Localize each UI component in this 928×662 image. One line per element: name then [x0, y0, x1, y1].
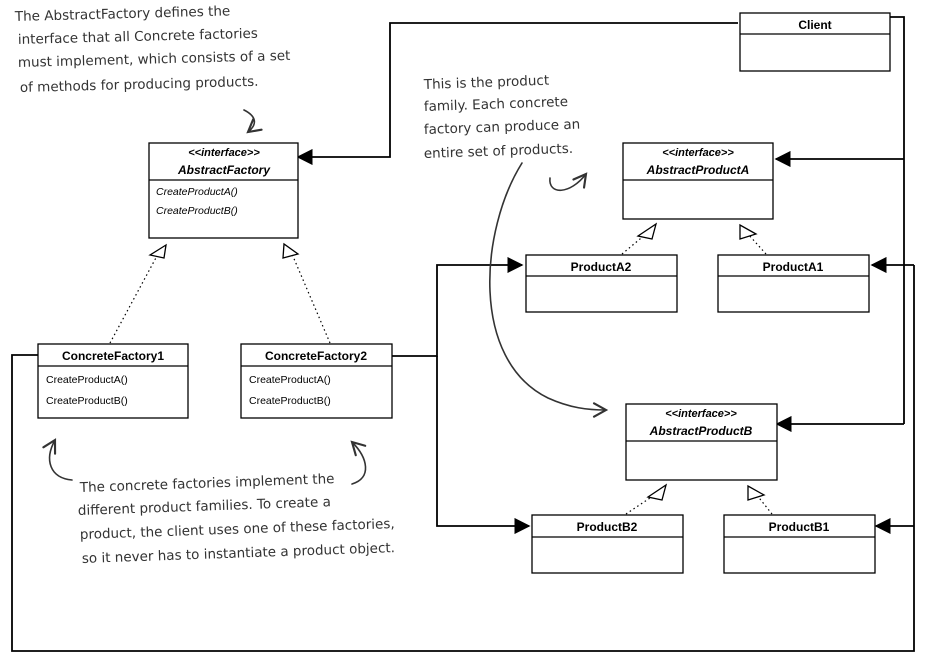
- curved-arrow-icon: [42, 438, 73, 481]
- hollow-triangle-icon: [636, 222, 658, 240]
- hollow-triangle-icon: [148, 243, 167, 259]
- class-abstract-factory: <<interface>> AbstractFactory CreateProd…: [148, 142, 299, 239]
- hollow-triangle-icon: [282, 242, 300, 259]
- hollow-triangle-icon: [739, 223, 758, 240]
- class-abstract-product-b: <<interface>> AbstractProductB: [625, 403, 778, 481]
- class-abstract-product-a: <<interface>> AbstractProductA: [622, 142, 774, 220]
- hand-drawn-arrows: [42, 109, 609, 485]
- factory1-realizes-abstractfactory: [109, 253, 159, 344]
- producta2-realizes-abstractproducta: [621, 233, 647, 255]
- curved-arrow-icon: [489, 162, 609, 418]
- curved-arrow-icon: [549, 172, 588, 192]
- abstract-factory-method: CreateProductB(): [156, 205, 238, 217]
- note-line: factory can produce an: [424, 117, 581, 138]
- note-line: must implement, which consists of a set: [18, 48, 291, 71]
- abstract-product-a-stereotype: <<interface>>: [662, 147, 734, 159]
- abstract-factory-method: CreateProductA(): [156, 186, 238, 198]
- note-line: entire set of products.: [424, 141, 574, 162]
- producta1-realizes-abstractproducta: [747, 233, 767, 255]
- association-lines: [11, 16, 915, 652]
- note-line: The AbstractFactory defines the: [14, 3, 231, 25]
- concrete-factory1-method: CreateProductA(): [46, 374, 128, 386]
- class-client-title: Client: [798, 18, 831, 32]
- factory2-to-producta2-arrow: [392, 256, 524, 357]
- note-line: The concrete factories implement the: [79, 471, 335, 496]
- product-b2-title: ProductB2: [577, 520, 638, 534]
- hollow-triangle-icon: [747, 484, 766, 501]
- note-line: This is the product: [423, 73, 550, 93]
- note-line: interface that all Concrete factories: [18, 26, 258, 48]
- concrete-factory2-method: CreateProductB(): [249, 395, 331, 407]
- client-to-abstractfactory-arrow: [296, 22, 738, 166]
- class-product-b1: ProductB1: [723, 514, 876, 574]
- factory2-realizes-abstractfactory: [291, 253, 331, 344]
- factory1-to-product1-loop: [11, 265, 915, 652]
- client-bus-line: [890, 16, 905, 424]
- concrete-factory2-title: ConcreteFactory2: [265, 349, 367, 363]
- concrete-factory2-method: CreateProductA(): [249, 374, 331, 386]
- note-line: product, the client uses one of these fa…: [80, 516, 395, 543]
- concrete-factory1-title: ConcreteFactory1: [62, 349, 164, 363]
- note-line: different product families. To create a: [78, 494, 332, 519]
- hollow-triangle-icon: [646, 483, 668, 501]
- realization-lines: [109, 222, 773, 515]
- class-concrete-factory1: ConcreteFactory1 CreateProductA() Create…: [37, 343, 189, 419]
- abstract-product-a-title: AbstractProductA: [646, 163, 750, 177]
- product-a1-title: ProductA1: [763, 260, 824, 274]
- note-line: of methods for producing products.: [20, 74, 259, 96]
- note-product-family: This is the product family. Each concret…: [423, 73, 581, 162]
- class-product-b2: ProductB2: [531, 514, 684, 574]
- abstract-factory-stereotype: <<interface>>: [188, 147, 260, 159]
- abstract-factory-title: AbstractFactory: [177, 163, 271, 177]
- class-product-a2: ProductA2: [525, 254, 678, 313]
- productb2-realizes-abstractproductb: [625, 493, 657, 515]
- concrete-factory1-method: CreateProductB(): [46, 395, 128, 407]
- abstract-product-b-stereotype: <<interface>>: [665, 408, 737, 420]
- curved-arrow-icon: [350, 440, 367, 485]
- class-product-a1: ProductA1: [717, 254, 870, 313]
- product-a2-title: ProductA2: [571, 260, 632, 274]
- note-line: so it never has to instantiate a product…: [82, 540, 396, 567]
- abstract-product-b-title: AbstractProductB: [649, 424, 753, 438]
- product-b1-title: ProductB1: [769, 520, 830, 534]
- factory2-to-productb2-arrow: [436, 356, 531, 535]
- curved-arrow-icon: [243, 109, 263, 134]
- class-concrete-factory2: ConcreteFactory2 CreateProductA() Create…: [240, 343, 393, 419]
- note-abstract-factory: The AbstractFactory defines the interfac…: [14, 3, 291, 96]
- class-client: Client: [739, 12, 891, 72]
- note-concrete-factories: The concrete factories implement the dif…: [78, 471, 396, 567]
- note-line: family. Each concrete: [424, 94, 569, 115]
